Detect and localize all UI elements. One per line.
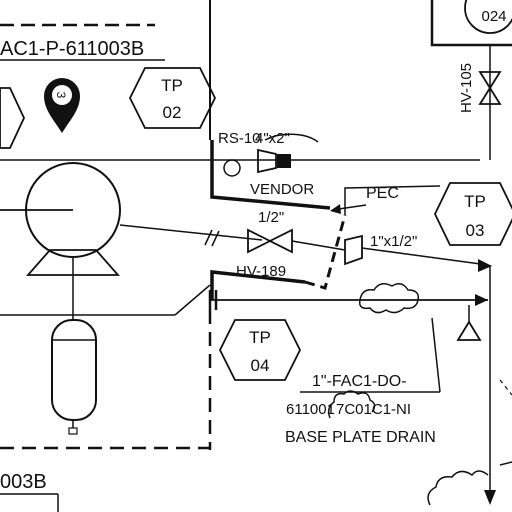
test-point-03-number: 03 xyxy=(466,221,485,240)
flow-arrow-main xyxy=(475,294,488,306)
valve-size-label: 1/2" xyxy=(258,209,284,226)
rs-label: RS-10 xyxy=(218,130,261,147)
line-tag-bottom: 003B xyxy=(0,471,47,493)
test-point-04: TP 04 xyxy=(218,319,302,381)
reducer-4x2-icon xyxy=(257,148,277,174)
partial-hexagon-left xyxy=(0,87,25,149)
reducer-1x-half-icon xyxy=(344,234,363,266)
pec-label: PEC xyxy=(366,185,399,202)
check-valve-icon xyxy=(456,320,482,341)
reducer-label-top: 4"x2" xyxy=(255,130,290,147)
test-point-02: TP 02 xyxy=(128,67,217,129)
bottom-right-dashed xyxy=(499,379,512,396)
valve-hv105-tag: HV-105 xyxy=(458,63,475,113)
circle-tag xyxy=(464,0,512,34)
test-point-02-number: 02 xyxy=(163,103,182,122)
pec-leader xyxy=(344,185,441,215)
drain-title: BASE PLATE DRAIN xyxy=(285,429,436,446)
pec-arrow-head xyxy=(330,204,341,214)
test-point-02-label: TP xyxy=(161,76,183,95)
box-top-right xyxy=(430,0,512,47)
line-tag-top: AC1-P-611003B xyxy=(0,38,144,60)
pipe-break-2 xyxy=(211,230,220,247)
valve-hv189-left xyxy=(247,228,273,254)
valve-hv105-bottom xyxy=(478,86,502,105)
process-line-lower-bend xyxy=(174,284,211,316)
cloud-arc xyxy=(264,133,319,143)
valve-to-reducer-line xyxy=(291,240,346,251)
test-point-03-label: TP xyxy=(464,192,486,211)
vendor-boundary-top xyxy=(210,140,331,210)
vendor-boundary-bottom xyxy=(210,270,306,300)
pump-symbol xyxy=(0,162,121,276)
circle-tag-text: 024 xyxy=(481,8,506,25)
drain-line-label-1: 1"-FAC1-DO- xyxy=(312,373,407,390)
drain-line-label-2: 611001 xyxy=(286,401,335,418)
process-line-to-right xyxy=(361,247,489,266)
test-point-03: TP 03 xyxy=(434,182,512,246)
vendor-boundary-dashed xyxy=(304,214,347,290)
revision-cloud-middle xyxy=(358,283,420,314)
marker-number: 3 xyxy=(54,92,68,99)
valve-hv105-top xyxy=(478,71,502,90)
revision-cloud-bottom-right xyxy=(427,470,489,506)
reducer-block-icon xyxy=(277,154,291,168)
vessel-symbol xyxy=(51,275,97,435)
valve-hv189-right xyxy=(267,228,293,254)
reducer-small-label: 1"x1/2" xyxy=(370,233,417,250)
test-point-04-label: TP xyxy=(249,328,271,347)
pipe-break-1 xyxy=(204,229,213,246)
revision-cloud-drain xyxy=(327,390,376,419)
flow-arrow-upper xyxy=(478,259,492,272)
vendor-label: VENDOR xyxy=(250,181,314,198)
valve-hv189-tag: HV-189 xyxy=(236,263,286,280)
process-line-diagonal xyxy=(119,224,263,241)
cloud-small xyxy=(223,159,241,177)
bottom-right-line xyxy=(499,461,512,466)
test-point-04-number: 04 xyxy=(251,356,270,375)
drain-leader-up xyxy=(431,317,441,393)
flow-arrow-down xyxy=(484,490,496,505)
location-marker-icon: 3 xyxy=(44,78,80,133)
